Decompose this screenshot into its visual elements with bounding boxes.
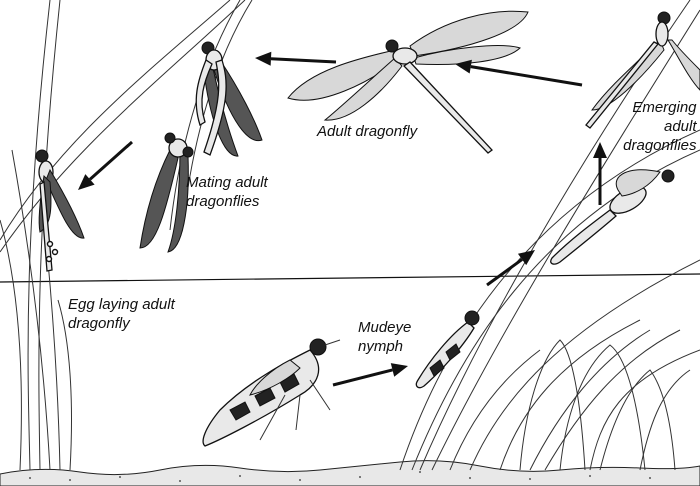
- mudeye-nymph-drawing: [203, 339, 340, 446]
- label-mating-adult-dragonflies: Mating adult dragonflies: [186, 173, 268, 211]
- label-adult-dragonfly: Adult dragonfly: [317, 122, 417, 141]
- label-emerging-line-3: dragonflies: [616, 136, 697, 155]
- climbing-nymph-drawing: [416, 311, 479, 388]
- arrow-mating-to-egg-laying: [78, 142, 132, 190]
- water-surface-line: [0, 274, 700, 282]
- label-egg-line-1: Egg laying adult: [68, 295, 175, 314]
- arrow-nymph-to-climbing: [333, 363, 408, 385]
- label-adult-dragonfly-text: Adult dragonfly: [317, 122, 417, 141]
- mating-dragonflies-drawing: [140, 42, 262, 252]
- label-nymph-line-2: nymph: [358, 337, 411, 356]
- arrow-emerged-to-adult: [455, 60, 582, 85]
- label-nymph-line-1: Mudeye: [358, 318, 411, 337]
- label-emerging-adult-dragonflies: Emerging adult dragonflies: [628, 98, 697, 155]
- label-emerging-line-1: Emerging: [628, 98, 697, 117]
- label-egg-laying-adult-dragonfly: Egg laying adult dragonfly: [68, 295, 175, 333]
- pond-bottom: [0, 461, 700, 486]
- emerging-dragonfly-drawing: [551, 170, 674, 264]
- arrow-emerging-up: [593, 142, 607, 205]
- right-reeds: [400, 0, 700, 470]
- label-mating-line-1: Mating adult: [186, 173, 268, 192]
- label-mating-line-2: dragonflies: [186, 192, 268, 211]
- label-emerging-line-2: adult: [628, 117, 697, 136]
- egg-laying-dragonfly-drawing: [36, 150, 84, 271]
- label-egg-line-2: dragonfly: [68, 314, 175, 333]
- arrow-climbing-to-emerging: [487, 250, 535, 285]
- label-mudeye-nymph: Mudeye nymph: [358, 318, 411, 356]
- arrow-adult-to-mating: [255, 52, 336, 66]
